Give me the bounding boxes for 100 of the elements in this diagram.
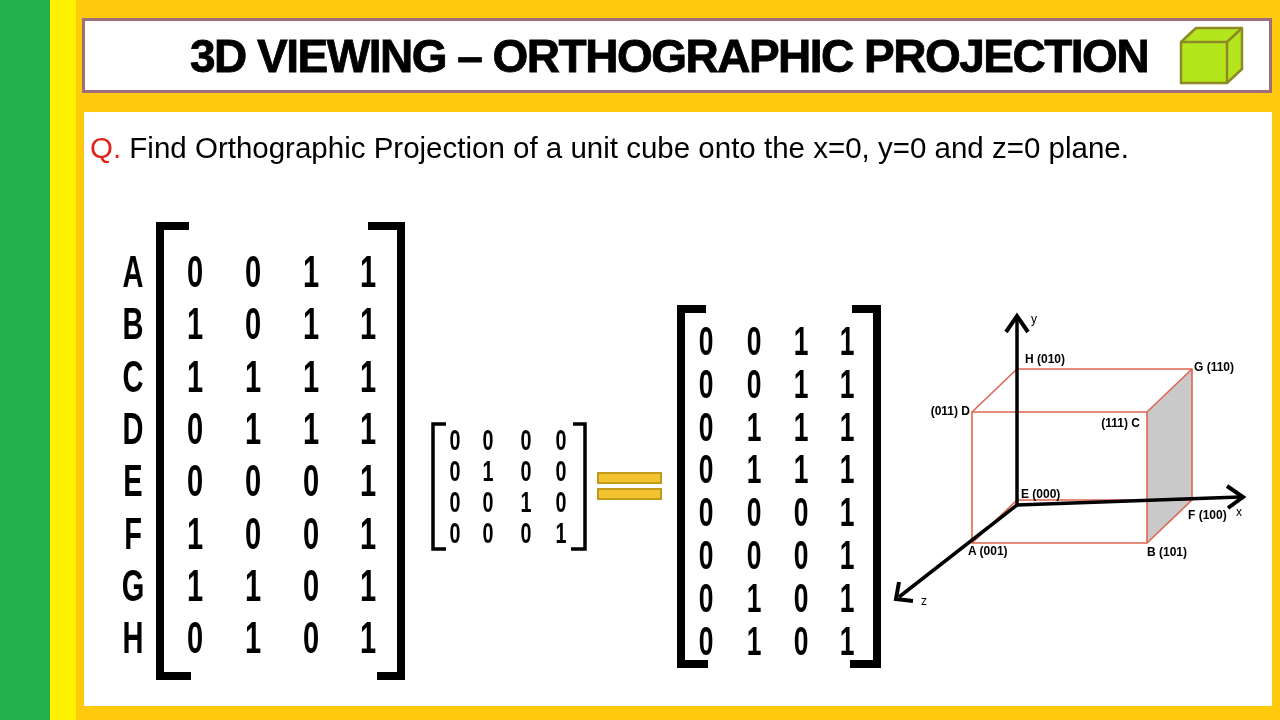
- row-label: D: [122, 406, 144, 451]
- matrix-entry: 0: [698, 577, 714, 618]
- matrix-entry: 0: [482, 425, 494, 455]
- matrix-entry: 0: [520, 518, 532, 548]
- matrix-entry: 1: [793, 449, 809, 490]
- matrix-entry: 1: [359, 459, 377, 504]
- matrix-entry: 1: [186, 563, 204, 608]
- vertex-label: E (000): [1021, 488, 1061, 500]
- matrix-entry: 1: [482, 456, 494, 486]
- matrix-entry: 0: [449, 518, 461, 548]
- question-text: Q. Find Orthographic Projection of a unit cube onto the x=0, y=0 and z=0 plane.: [90, 133, 1129, 163]
- matrix-entry: 1: [839, 363, 855, 404]
- matrix-entry: 0: [698, 363, 714, 404]
- matrix-entry: 0: [698, 406, 714, 447]
- matrix-entry: 1: [302, 354, 320, 399]
- matrix-entry: 1: [746, 577, 762, 618]
- matrix-entry: 1: [839, 577, 855, 618]
- matrix-entry: 0: [186, 459, 204, 504]
- vertex-label: (011) D: [930, 405, 970, 417]
- matrix-entry: 0: [302, 511, 320, 556]
- matrix-entry: 1: [839, 492, 855, 533]
- matrix-entry: 0: [793, 577, 809, 618]
- row-label: B: [122, 302, 144, 347]
- row-label: G: [121, 563, 145, 608]
- matrix-entry: 0: [449, 487, 461, 517]
- matrix-entry: 1: [359, 250, 377, 294]
- matrix-entry: 1: [359, 563, 377, 608]
- matrix-entry: 1: [746, 620, 762, 661]
- matrix-entry: 1: [839, 406, 855, 447]
- matrix-entry: 1: [302, 406, 320, 451]
- matrix-entry: 1: [555, 518, 567, 548]
- vertex-label: G (110): [1194, 361, 1235, 373]
- matrix-entry: 1: [359, 616, 377, 661]
- matrix-entry: 0: [746, 492, 762, 533]
- matrix-entry: 0: [746, 321, 762, 361]
- matrix-entry: 1: [244, 616, 262, 661]
- row-label: E: [123, 459, 143, 504]
- matrix-entry: 0: [244, 511, 262, 556]
- matrix-entry: 0: [302, 616, 320, 661]
- matrix-entry: 1: [359, 302, 377, 347]
- matrix-entry: 0: [555, 456, 567, 486]
- matrix-entry: 0: [482, 487, 494, 517]
- matrix-entry: 0: [793, 620, 809, 661]
- matrix-entry: 1: [359, 354, 377, 399]
- row-label: H: [122, 616, 144, 661]
- matrix-entry: 0: [482, 518, 494, 548]
- matrix-entry: 1: [302, 250, 320, 294]
- axis-label: z: [921, 595, 927, 607]
- matrix-entry: 1: [244, 406, 262, 451]
- matrix-entry: 0: [746, 535, 762, 575]
- matrix-entry: 1: [359, 406, 377, 451]
- matrix-entry: 1: [186, 354, 204, 399]
- vertex-label: B (101): [1147, 546, 1187, 558]
- slide-title: 3D VIEWING – ORTHOGRAPHIC PROJECTION: [190, 33, 1149, 79]
- matrix-entry: 1: [520, 487, 532, 517]
- matrix-entry: 0: [186, 616, 204, 661]
- vertex-label: A (001): [968, 545, 1008, 557]
- matrix-entry: 0: [186, 406, 204, 451]
- matrix-entry: 1: [793, 406, 809, 447]
- matrix-entry: 0: [746, 363, 762, 404]
- matrix-entry: 0: [555, 487, 567, 517]
- matrix-entry: 0: [186, 250, 204, 294]
- matrix-entry: 0: [244, 302, 262, 347]
- matrix-entry: 0: [449, 425, 461, 455]
- matrix-entry: 0: [555, 425, 567, 455]
- axis-label: y: [1031, 313, 1037, 325]
- matrix-entry: 0: [698, 321, 714, 361]
- matrix-entry: 1: [839, 535, 855, 575]
- matrix-entry: 1: [186, 302, 204, 347]
- matrix-entry: 0: [698, 492, 714, 533]
- matrix-entry: 0: [244, 250, 262, 294]
- matrix-entry: 0: [302, 563, 320, 608]
- matrix-entry: 1: [244, 563, 262, 608]
- matrix-entry: 1: [746, 406, 762, 447]
- vertex-label: F (100): [1188, 509, 1227, 521]
- matrix-entry: 1: [302, 302, 320, 347]
- row-label: F: [124, 511, 142, 556]
- row-label: C: [122, 354, 144, 399]
- matrix-entry: 0: [520, 425, 532, 455]
- matrix-entry: 1: [793, 363, 809, 404]
- axis-label: x: [1236, 506, 1242, 518]
- vertex-label: H (010): [1025, 353, 1065, 365]
- matrix-entry: 1: [746, 449, 762, 490]
- matrix-entry: 0: [793, 492, 809, 533]
- matrix-entry: 0: [698, 535, 714, 575]
- matrix-entry: 0: [698, 449, 714, 490]
- matrix-entry: 0: [520, 456, 532, 486]
- matrix-entry: 1: [359, 511, 377, 556]
- matrix-entry: 0: [793, 535, 809, 575]
- matrix-entry: 1: [186, 511, 204, 556]
- matrix-entry: 0: [302, 459, 320, 504]
- matrix-entry: 1: [839, 321, 855, 361]
- matrix-entry: 1: [244, 354, 262, 399]
- row-label: A: [122, 250, 144, 294]
- matrix-entry: 1: [839, 449, 855, 490]
- matrix-entry: 0: [244, 459, 262, 504]
- matrix-entry: 1: [793, 321, 809, 361]
- matrix-entry: 0: [698, 620, 714, 661]
- matrix-entry: 0: [449, 456, 461, 486]
- vertex-label: (111) C: [1101, 417, 1140, 429]
